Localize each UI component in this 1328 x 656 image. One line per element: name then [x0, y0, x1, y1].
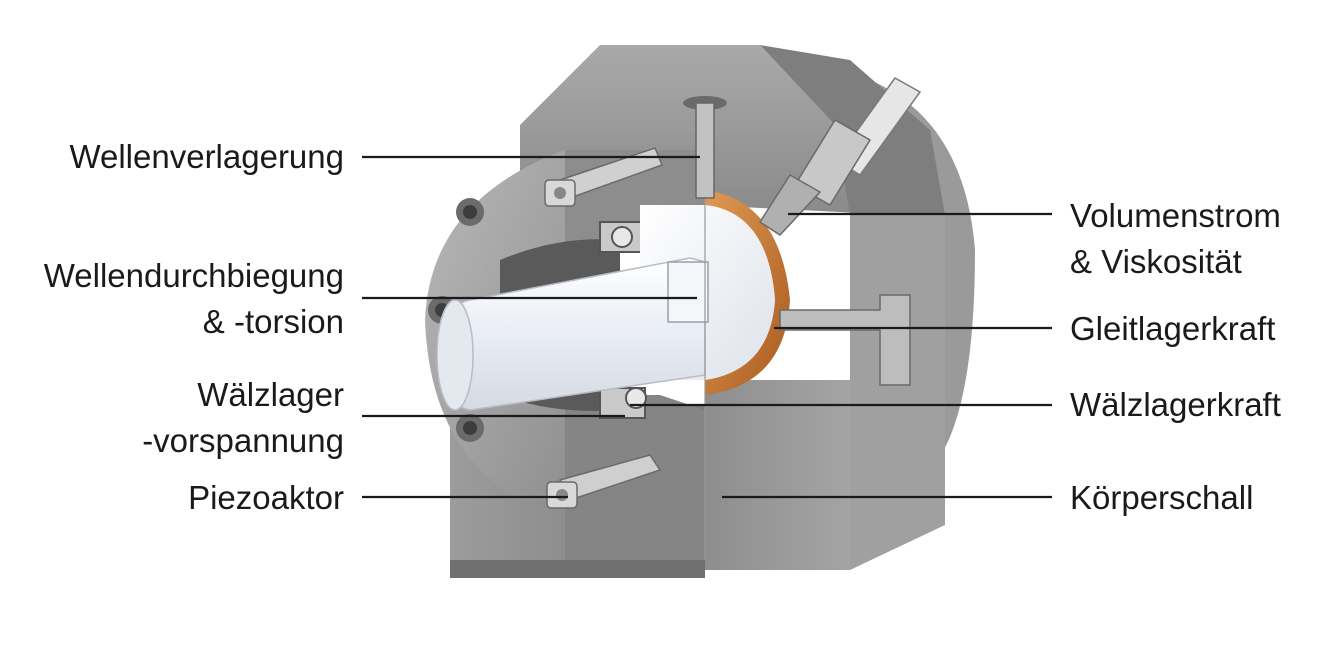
label-volumenstrom-line1: Volumenstrom: [1070, 197, 1281, 234]
label-waelzlagerkraft: Wälzlagerkraft: [1070, 386, 1281, 423]
label-wellenverlagerung: Wellenverlagerung: [69, 138, 344, 175]
upper-screw: [544, 147, 663, 207]
label-waelzlager-line1: Wälzlager: [197, 376, 344, 413]
shaft-square-head: [667, 261, 709, 323]
label-wellendurchbiegung-line2: & -torsion: [202, 303, 344, 340]
displacement-sensor: [683, 96, 727, 199]
shaft-end: [436, 299, 474, 411]
housing-right-side: [850, 215, 945, 570]
piezo-actuator: [546, 454, 662, 509]
label-koerperschall: Körperschall: [1070, 479, 1254, 516]
rolling-element: [625, 387, 647, 409]
housing-bottom-left: [450, 560, 705, 578]
shaft: [436, 150, 775, 560]
plain-bearing: [705, 190, 790, 395]
label-waelzlager-line2: -vorspannung: [142, 422, 344, 459]
bronze-bushing: [705, 190, 790, 395]
force-sensor-bar: [779, 294, 911, 386]
housing-front-right: [705, 380, 850, 570]
label-volumenstrom-line2: & Viskosität: [1070, 243, 1242, 280]
label-wellendurchbiegung-line1: Wellendurchbiegung: [43, 257, 344, 294]
leader-lines: [362, 155, 1052, 499]
flow-sensor-fitting: [758, 77, 922, 236]
label-piezoaktor: Piezoaktor: [188, 479, 344, 516]
label-gleitlagerkraft: Gleitlagerkraft: [1070, 310, 1276, 347]
